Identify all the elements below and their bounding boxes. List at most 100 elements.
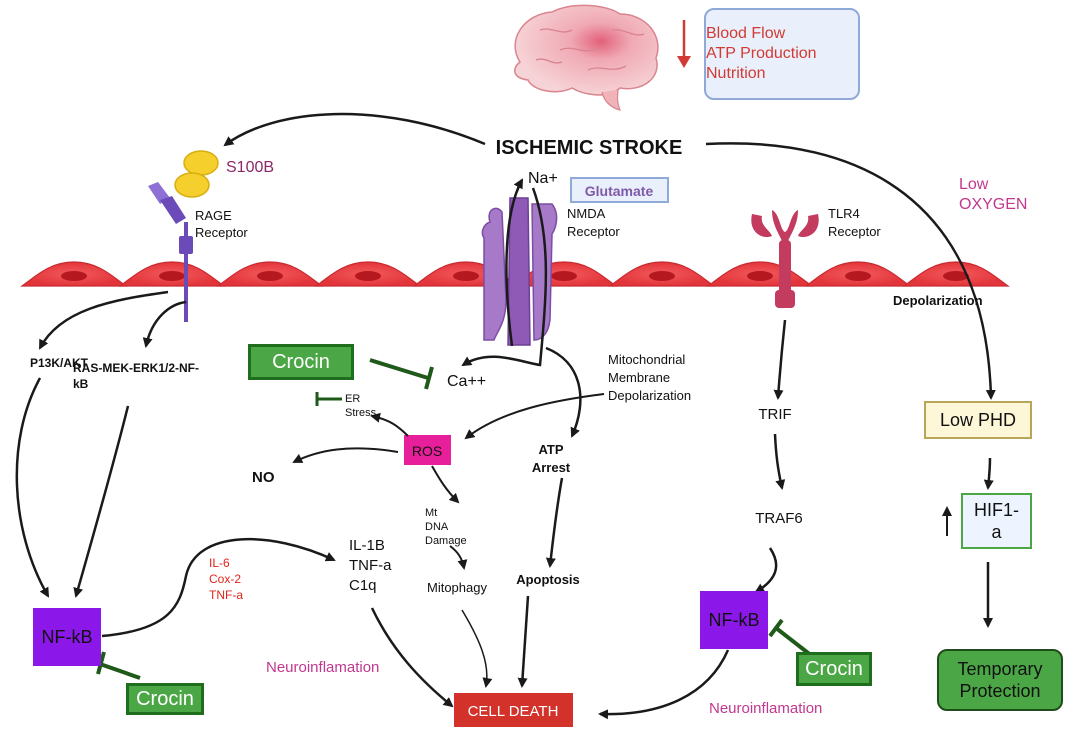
mediator-label-3: TNF-a [209, 588, 243, 602]
s100b-label: S100B [226, 159, 274, 176]
er-label-1: ER [345, 393, 360, 405]
arrow-to-atp-arrest [545, 346, 582, 438]
arrow-pi3k-to-nfkb [15, 377, 50, 598]
ras-label-1: RAS-MEK-ERK1/2-NF- [73, 361, 199, 375]
atp-arrest-label-1: ATP [538, 442, 563, 457]
mito-label-2: Membrane [608, 370, 670, 385]
arrow-cytokines-to-death [370, 607, 454, 708]
er-label-2: Stress [345, 407, 377, 419]
cell-death-label: CELL DEATH [468, 703, 559, 720]
arrow-atp-to-apoptosis [545, 477, 564, 568]
crocin-label: Crocin [272, 350, 330, 373]
cell-nucleus [943, 271, 969, 281]
glutamate-box [570, 177, 669, 203]
arrow-nfkb-to-cytokines [101, 537, 336, 638]
cell-nucleus [257, 271, 283, 281]
inhibit-crocin-nfkb-left [99, 662, 141, 680]
arrow-mtdna-to-mitophagy [449, 545, 468, 570]
temporary-protection-box: Temporary Protection [937, 649, 1063, 711]
inhibit-bar-nfkb-right [768, 618, 784, 638]
low-oxygen-label-1: Low [959, 176, 989, 193]
effect-blood-flow: Blood Flow [706, 25, 786, 42]
crocin-box-left: Crocin [126, 683, 204, 715]
atp-arrest-label-2: Arrest [532, 460, 571, 475]
inhibit-crocin-nfkb-right [774, 626, 814, 658]
arrow-na-influx [505, 178, 524, 347]
inhibit-crocin-ca [369, 358, 429, 380]
effect-atp-production: ATP Production [706, 45, 817, 62]
arrow-mitophagy-to-death [461, 609, 493, 688]
inhibit-bar-nfkb-left [96, 651, 106, 675]
rage-receptor-icon [148, 182, 193, 322]
trif-label: TRIF [758, 406, 791, 423]
na-label: Na+ [528, 170, 558, 187]
arrow-ros-to-no [292, 447, 399, 463]
cell-nucleus [355, 271, 381, 281]
diagram-title: ISCHEMIC STROKE [496, 137, 683, 159]
arrow-ros-to-er-stress [370, 412, 409, 437]
crocin-box-right: Crocin [796, 652, 872, 686]
protection-label-1: Temporary [957, 659, 1043, 679]
arrow-ca-influx [461, 187, 548, 367]
mtdna-label-1: Mt [425, 507, 437, 519]
arrow-traf6-to-nfkb [754, 547, 778, 594]
inhibit-bar-ca [424, 366, 434, 390]
low-phd-box: Low PHD [924, 401, 1032, 439]
crocin-label: Crocin [805, 657, 863, 680]
arrow-phd-to-hif [983, 457, 994, 490]
cytokine-label-3: C1q [349, 577, 377, 594]
arrow-tlr4-to-trif [773, 319, 787, 400]
pi3k-label: P13K/AKT [30, 356, 89, 370]
low-oxygen-label-2: OXYGEN [959, 196, 1027, 213]
cell-nucleus [61, 271, 87, 281]
glutamate-label: Glutamate [585, 183, 654, 199]
arrow-stroke-to-s100b [223, 112, 486, 147]
cell-nucleus [551, 271, 577, 281]
mitophagy-label: Mitophagy [427, 580, 487, 595]
mito-label-1: Mitochondrial [608, 352, 685, 367]
mediator-label-1: IL-6 [209, 556, 230, 570]
nfkb-box-left: NF-kB [33, 608, 101, 666]
nfkb-box-right: NF-kB [700, 591, 768, 649]
neuroinflam-right-label: Neuroinflamation [709, 700, 822, 717]
nmda-receptor-icon [481, 197, 558, 346]
hif1a-box: HIF1- a [961, 493, 1032, 549]
arrow-nfkb-right-to-death [598, 649, 730, 720]
mtdna-label-3: Damage [425, 535, 467, 547]
effect-nutrition: Nutrition [706, 65, 766, 82]
no-label: NO [252, 469, 275, 486]
ros-box [404, 435, 451, 465]
traf6-label: TRAF6 [755, 510, 803, 527]
nfkb-label: NF-kB [708, 609, 760, 630]
mito-label-3: Depolarization [608, 388, 691, 403]
cell-nucleus [845, 271, 871, 281]
ros-label: ROS [412, 443, 442, 459]
brain-icon [514, 4, 659, 111]
tlr4-label-1: TLR4 [828, 206, 860, 221]
cell-nucleus [747, 271, 773, 281]
nmda-label-2: Receptor [567, 224, 620, 239]
decrease-arrowhead [677, 56, 691, 68]
low-phd-label: Low PHD [939, 409, 1017, 430]
hif1a-label-2: a [991, 522, 1002, 542]
arrow-stroke-to-low-phd [705, 142, 996, 400]
mtdna-label-2: DNA [425, 521, 449, 533]
cytokine-label-1: IL-1B [349, 537, 385, 554]
arrow-ros-to-mtdna [431, 465, 460, 504]
nfkb-label: NF-kB [41, 626, 93, 647]
arrow-ras-to-nfkb [73, 405, 130, 598]
ca-label: Ca++ [447, 373, 486, 390]
crocin-box-center: Crocin [248, 344, 354, 380]
cell-nucleus [453, 271, 479, 281]
stroke-effects-box: Blood Flow ATP Production Nutrition [704, 8, 860, 100]
s100b-protein-icon [174, 150, 219, 198]
rage-label-1: RAGE [195, 208, 232, 223]
cell-death-box [454, 693, 573, 727]
arrow-apoptosis-to-death [517, 595, 530, 688]
cell-nucleus [649, 271, 675, 281]
cytokine-label-2: TNF-a [349, 557, 392, 574]
cell-nucleus [159, 271, 185, 281]
tlr4-label-2: Receptor [828, 224, 881, 239]
depolarization-label: Depolarization [893, 293, 983, 308]
